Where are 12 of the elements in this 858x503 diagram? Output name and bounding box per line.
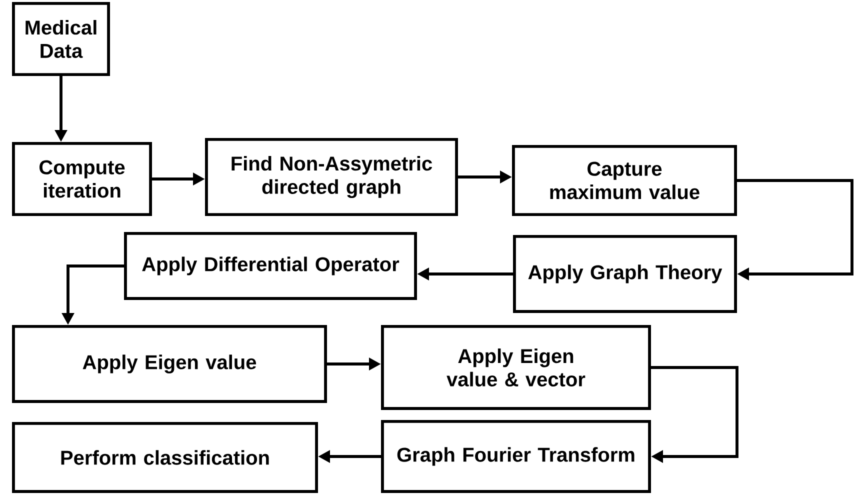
arrow [737, 179, 854, 280]
process-box: Medical Data [12, 2, 110, 76]
process-box: Perform classification [12, 422, 318, 493]
process-box: Find Non-Assymetric directed graph [205, 138, 458, 216]
process-box: Compute iteration [12, 142, 152, 216]
process-box: Capture maximum value [512, 145, 737, 216]
process-box: Apply Eigen value & vector [381, 325, 651, 410]
process-box: Apply Eigen value [12, 325, 327, 403]
process-box: Apply Graph Theory [513, 235, 737, 313]
process-box: Apply Differential Operator [124, 232, 417, 300]
arrow [651, 366, 738, 463]
process-box: Graph Fourier Transform [381, 420, 651, 493]
